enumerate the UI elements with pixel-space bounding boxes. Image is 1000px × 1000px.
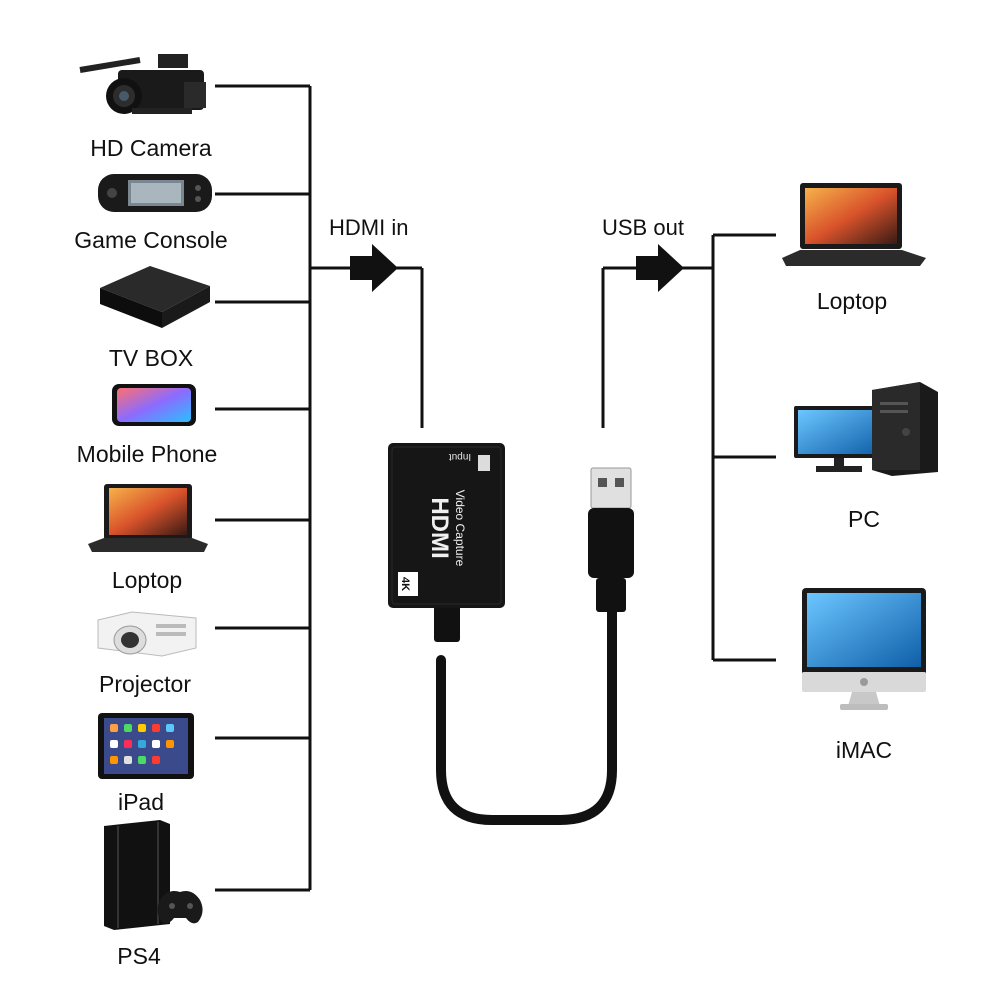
hdmi-in-arrow-icon [350,244,398,292]
device-label-projector: Projector [98,671,192,697]
device-label-laptop-out: Loptop [816,288,888,314]
left-bus-lines [215,84,424,892]
device-label-mobile-phone: Mobile Phone [76,441,218,467]
capture-brand-text: HDMI [426,497,453,558]
tv-box-icon [100,266,210,328]
hdmi-capture-device [388,443,634,825]
hdmi-in-header: HDMI in [329,215,409,240]
right-bus-lines [601,233,776,662]
handheld-console-icon [98,174,212,212]
ps4-console-icon [104,820,203,930]
device-label-hd-camera: HD Camera [90,135,212,161]
device-label-game-console: Game Console [74,227,228,253]
projector-icon [97,611,197,657]
usb-out-arrow-icon [636,244,684,292]
capture-4k-badge: 4K [399,577,411,591]
device-label-imac: iMAC [835,737,893,763]
device-label-ipad: iPad [117,789,165,815]
video-camera-icon [79,54,206,114]
laptop-icon-right [782,183,926,266]
usb-out-header: USB out [602,215,684,240]
device-label-ps4: PS4 [117,943,161,969]
capture-port-label: Input [449,451,471,462]
desktop-pc-icon [794,382,938,476]
device-label-pc: PC [848,506,880,532]
usb-a-plug [590,467,632,509]
laptop-icon [88,484,208,552]
tablet-icon [98,713,194,779]
device-label-tv-box: TV BOX [108,345,194,371]
device-label-laptop: Loptop [111,567,183,593]
mobile-phone-icon [112,384,196,426]
capture-product-text: Video Capture [453,490,467,567]
imac-icon [802,588,926,710]
usb-connector-body [588,508,634,578]
